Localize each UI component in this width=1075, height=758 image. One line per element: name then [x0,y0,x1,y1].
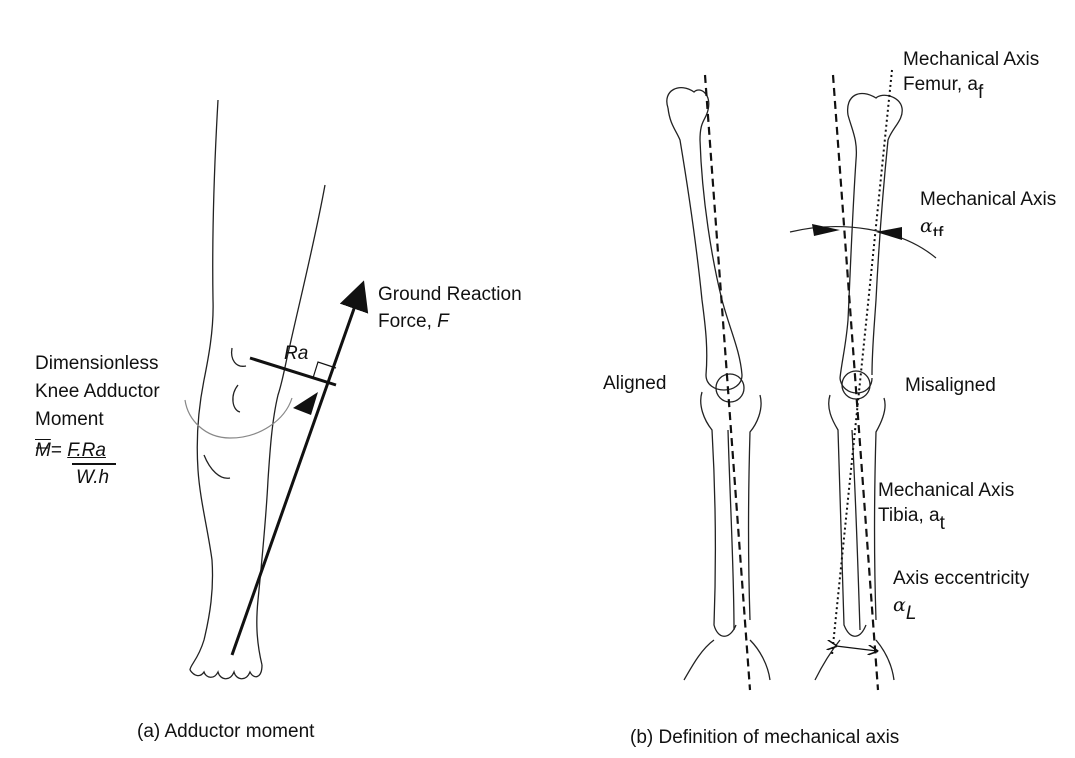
femur-axis-label: Mechanical Axis Femur, af [903,50,1039,94]
eccentricity-line1: Axis eccentricity [893,569,1029,588]
ground-reaction-symbol: F [437,311,449,332]
tibia-axis-line2: Tibia, a [878,505,940,526]
leg-outline [190,100,325,679]
moment-triangle [293,392,318,415]
ecc-alpha: α [893,594,906,616]
eccentricity-label: Axis eccentricity αL [893,569,1029,615]
ground-reaction-line2: Force, [378,311,437,332]
tf-alpha: α [920,215,933,236]
tf-axis-label: Mechanical Axis αtf [920,190,1075,236]
ground-reaction-arrow [232,286,362,655]
moment-line3: Moment [35,410,160,429]
tf-arrow-left [812,224,840,236]
moment-label: Dimensionless Knee Adductor Moment [35,354,160,429]
ground-reaction-label: Ground Reaction Force, F [378,285,522,331]
femur-axis-line2: Femur, a [903,74,978,95]
caption-a: (a) Adductor moment [137,722,314,741]
caption-b: (b) Definition of mechanical axis [630,728,899,747]
formula-eq: = [51,440,67,461]
formula-denominator: W.h [76,468,109,487]
ra-label: Ra [284,344,308,363]
tibia-axis-sub: t [940,513,945,534]
moment-line2: Knee Adductor [35,382,160,401]
moment-line1: Dimensionless [35,354,160,373]
tibia-axis-label: Mechanical Axis Tibia, at [878,481,1014,525]
femur-axis-sub: f [978,82,983,103]
formula-symbol: M [35,440,51,461]
tf-axis-line1: Mechanical Axis [920,190,1075,209]
misaligned-leg [815,93,902,680]
femur-axis-line1: Mechanical Axis [903,50,1039,69]
moment-formula: M= F.Ra [35,441,106,460]
tibia-axis-line1: Mechanical Axis [878,481,1014,500]
aligned-leg [667,88,770,680]
aligned-label: Aligned [603,374,666,393]
misaligned-label: Misaligned [905,376,996,395]
eccentricity-arrow [836,646,877,651]
femur-axis [832,70,892,655]
tf-angle-arc [790,227,936,258]
ecc-sub: L [906,603,917,624]
tf-sub: tf [933,224,944,236]
ground-reaction-line1: Ground Reaction [378,285,522,304]
formula-numerator: F.Ra [67,440,106,461]
